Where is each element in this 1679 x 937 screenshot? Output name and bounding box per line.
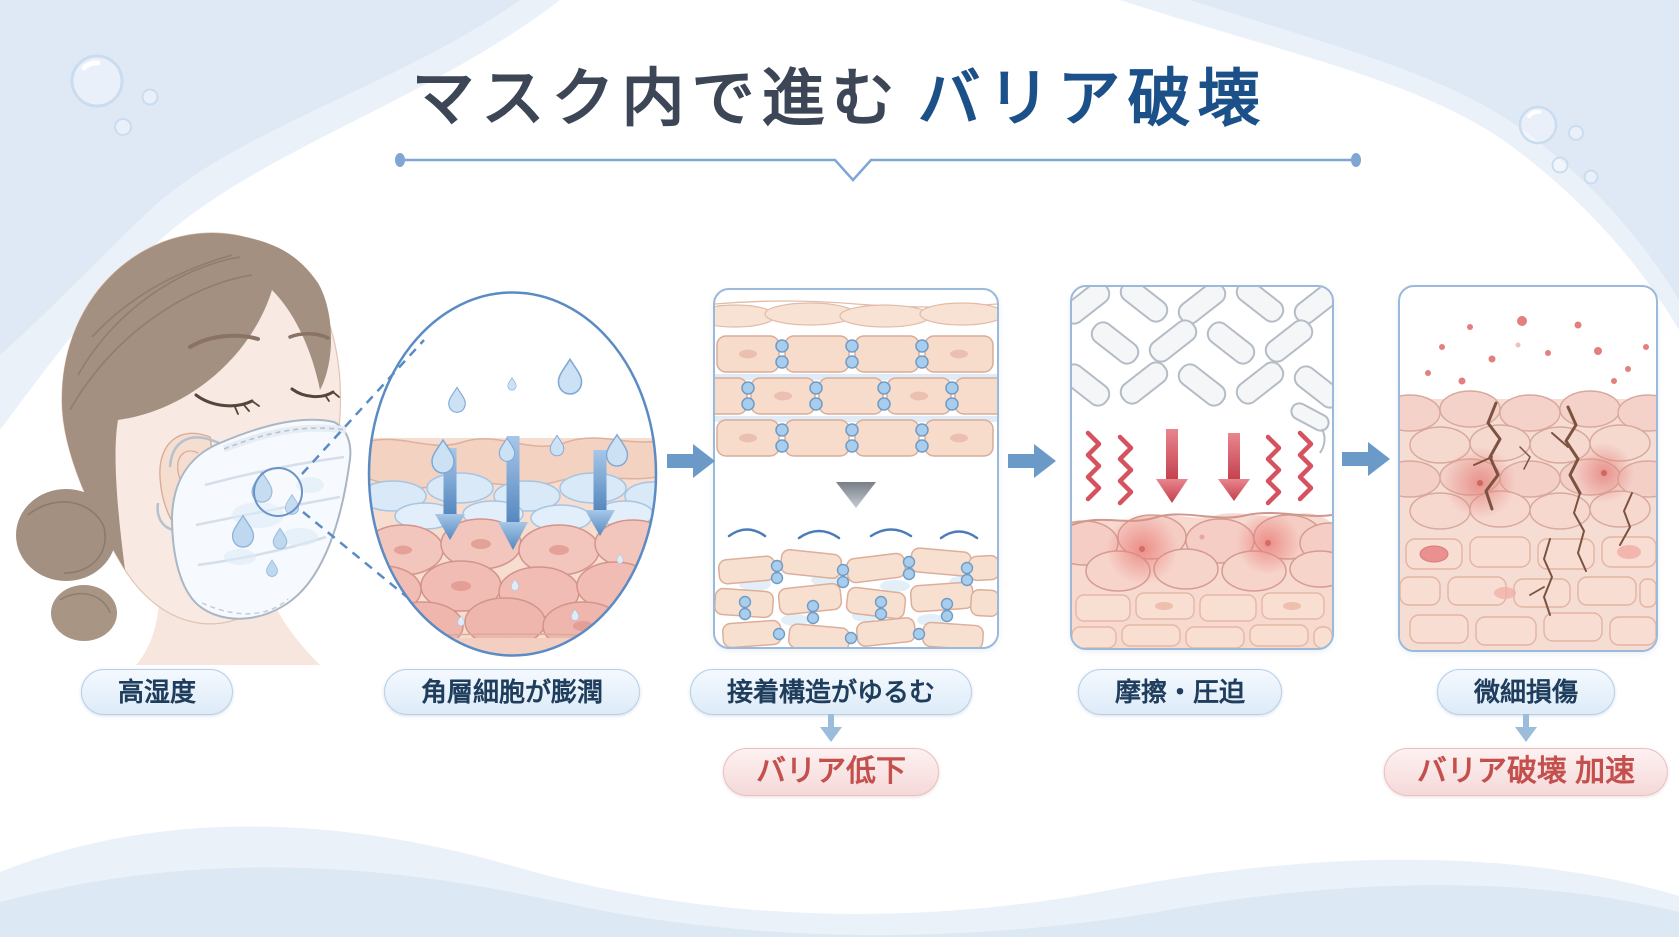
result-badge-barrier-decline: バリア低下 (723, 748, 939, 796)
stage-label-swollen-corneocytes: 角層細胞が膨潤 (383, 669, 641, 715)
stage-label-adhesion-loosens: 接着構造がゆるむ (689, 669, 973, 715)
disordered-cell-structure (715, 547, 997, 647)
loosened-beads (738, 555, 974, 645)
irritation-dot-icons (1425, 316, 1649, 385)
corner-wave-top-left (0, 0, 560, 430)
bottom-wave (0, 826, 1679, 937)
swollen-skin-layers (369, 436, 656, 655)
micro-crack-lines (1473, 401, 1633, 616)
down-arrow-icon-2 (1515, 714, 1537, 742)
page-title: マスク内で進むバリア破壊 (0, 48, 1679, 139)
damaged-skin-surface (1400, 390, 1656, 650)
page-title-prefix: マスク内で進む (411, 64, 902, 134)
stage-label-friction-pressure: 摩擦・圧迫 (1077, 669, 1283, 715)
flow-arrow-icon-1 (667, 444, 715, 478)
panel-micro-damage (1398, 285, 1658, 652)
masked-woman-illustration (16, 232, 352, 665)
magnifier-circle (253, 467, 303, 517)
pressure-arrow-icons (1156, 429, 1250, 503)
ordered-cell-structure (715, 300, 997, 457)
mask-fabric-weave (1072, 287, 1332, 454)
loosening-wave-lines (727, 528, 979, 540)
panel-friction-pressure (1070, 285, 1334, 650)
water-swollen-band (369, 472, 656, 532)
corner-wave-top-right (1120, 0, 1679, 330)
title-underline (395, 153, 1361, 182)
magnified-skin-illustration (365, 288, 660, 660)
hair (16, 232, 332, 641)
flow-arrow-icon-2 (1008, 444, 1056, 478)
page-title-accent: バリア破壊 (917, 64, 1268, 134)
down-arrow-icon-1 (820, 714, 842, 742)
result-badge-barrier-destruction-accelerates: バリア破壊 加速 (1383, 748, 1669, 796)
bubble-icons (70, 54, 1599, 185)
panel-adhesion-loosening (713, 288, 999, 649)
transition-triangle-icon (836, 482, 876, 508)
eyebrows (188, 332, 330, 349)
friction-zigzag-icons (1085, 430, 1314, 506)
stage-label-micro-damage: 微細損傷 (1436, 669, 1616, 715)
magnifier-ellipse-border (367, 291, 658, 657)
corneodesmosome-beads (741, 339, 959, 453)
stage-label-high-humidity: 高湿度 (80, 669, 234, 715)
flow-arrow-icon-3 (1342, 442, 1390, 476)
irritated-skin-surface (1072, 511, 1332, 648)
